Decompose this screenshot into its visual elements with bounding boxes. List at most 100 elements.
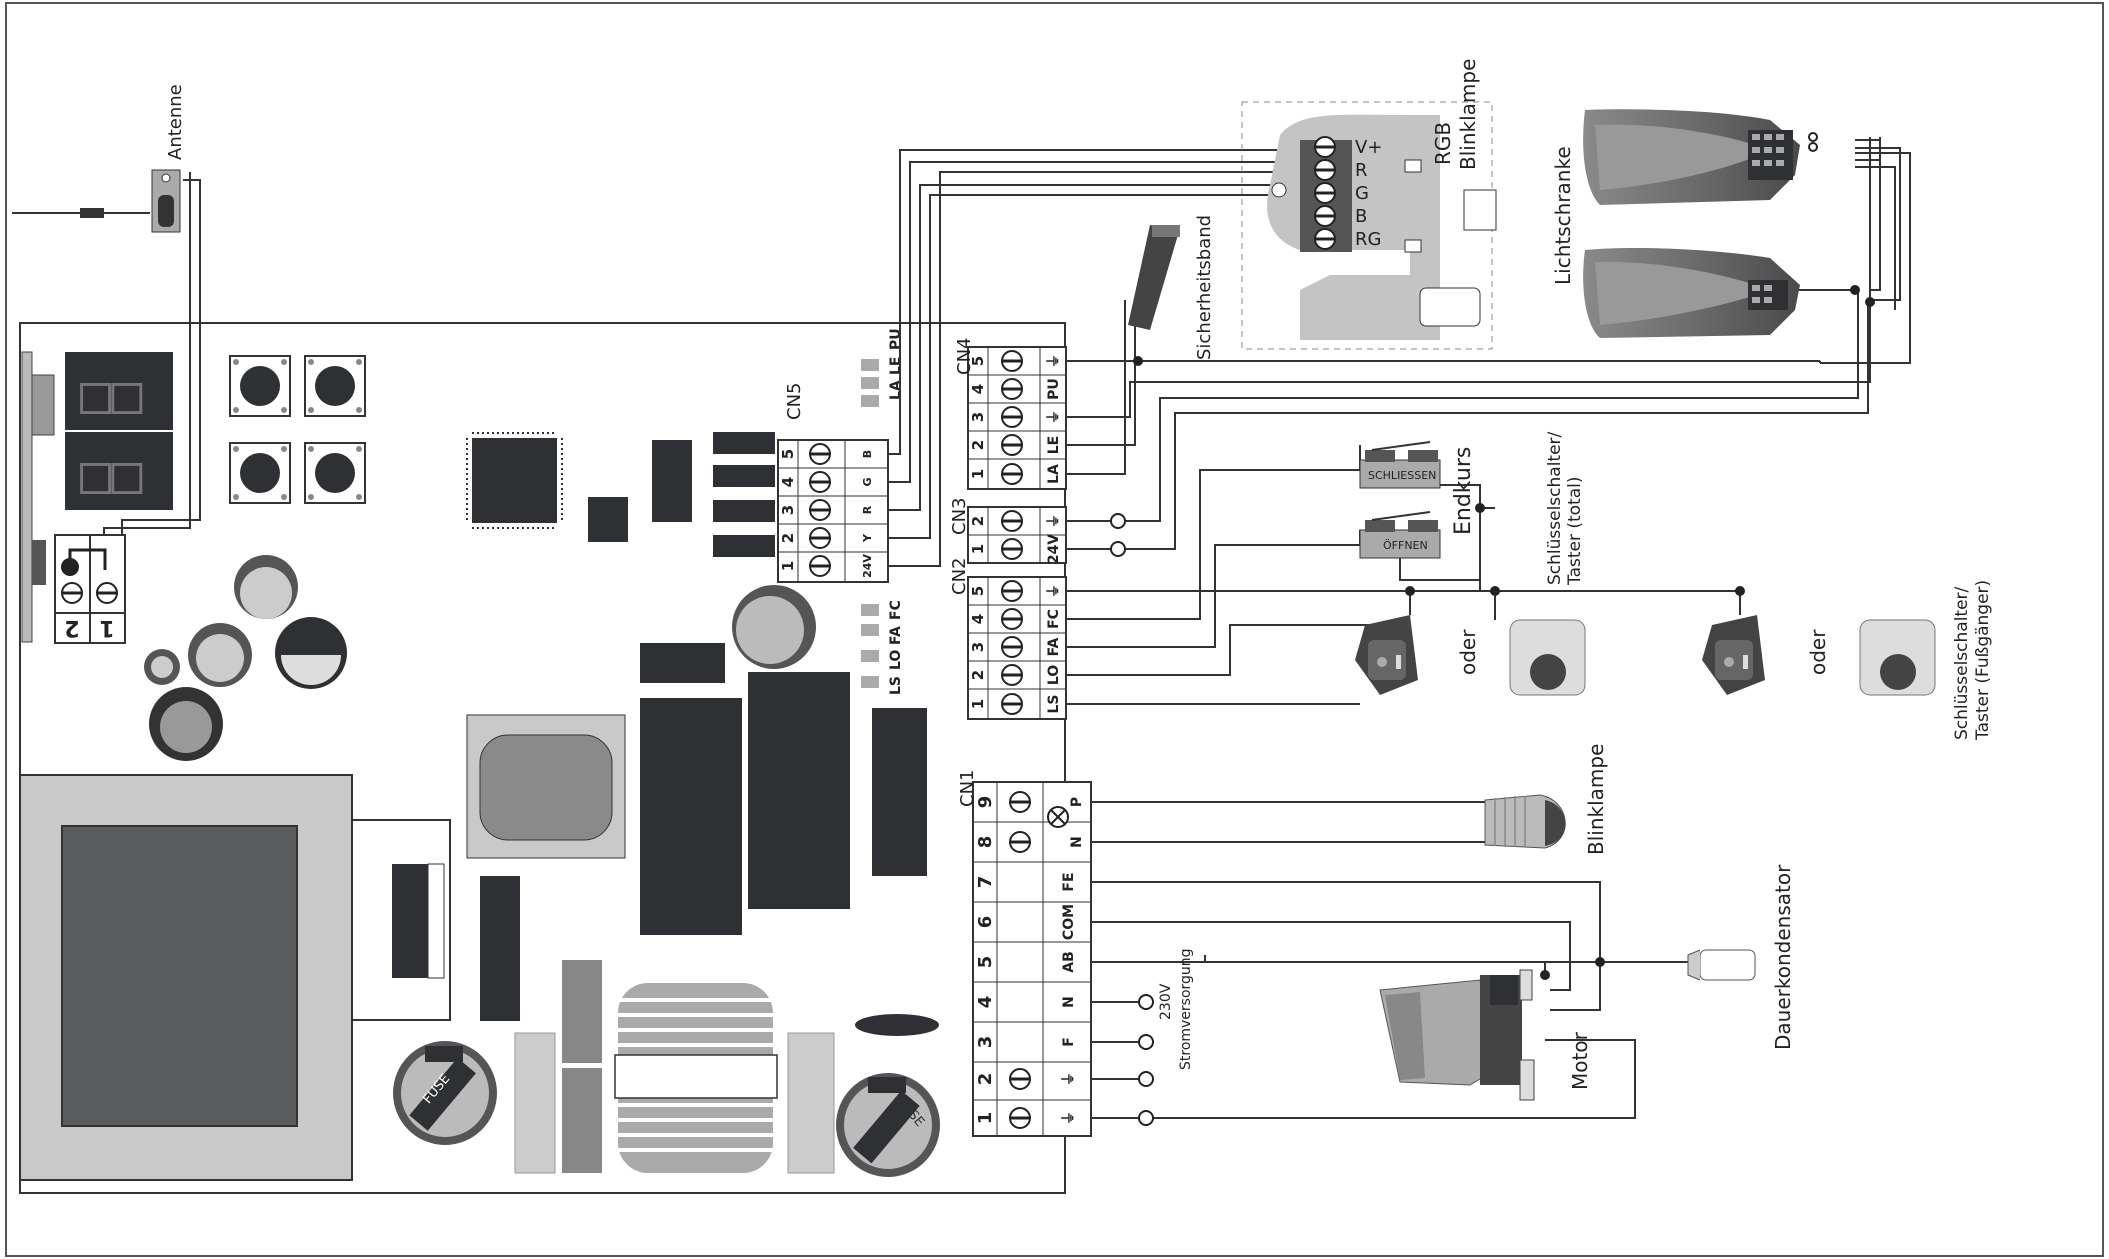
cn2-label-gnd: ⏚: [1046, 584, 1062, 598]
led-la-label: LA: [888, 380, 904, 400]
cn2-label-fc: FC: [1046, 609, 1062, 629]
rgb-term-r: R: [1355, 160, 1368, 181]
antenna-label: Antenne: [165, 84, 186, 160]
resistor-array: [713, 432, 775, 557]
cn5-label-y: Y: [861, 533, 874, 543]
push-button-pedestrian: [1859, 619, 1936, 696]
limit-switch-open: ÖFFNEN: [1359, 511, 1441, 559]
outer-frame: [5, 2, 2104, 1257]
push-button-4[interactable]: [304, 442, 366, 504]
key-switch-total: [1355, 615, 1418, 695]
cn2-pin-2: 2: [969, 670, 987, 680]
wires: [103, 137, 1911, 1119]
stromversorgung-label: Stromversorgung: [1178, 948, 1194, 1070]
component-light-1: [514, 1032, 556, 1174]
oeffnen-label: ÖFFNEN: [1383, 539, 1428, 552]
cn1-pin-3: 3: [975, 1036, 996, 1049]
led-fc-label: FC: [888, 600, 904, 620]
cn5-label-24v: 24V: [861, 554, 874, 578]
voltage-label: 230V: [1158, 983, 1174, 1020]
run-capacitor: Dauerkondensator: [1687, 864, 1795, 1050]
cn4-pin-1: 1: [969, 469, 987, 479]
cn1-label-ab: AB: [1061, 951, 1077, 973]
key-switch-pedestrian: [1702, 615, 1765, 695]
rgb-term-v: V+: [1355, 137, 1382, 158]
oder-label-2: oder: [1806, 629, 1830, 675]
seven-segment-display-2: □□: [32, 432, 173, 585]
cn4-pin-2: 2: [969, 440, 987, 450]
antenna-terminal: 2 1: [54, 534, 126, 644]
relay: [466, 714, 626, 859]
rgb-label: RGB: [1431, 122, 1455, 165]
component-light-2: [787, 1032, 835, 1174]
cn5-label-b: B: [861, 450, 874, 458]
schluessel-total-label-2: Taster (total): [1565, 477, 1585, 587]
blink-lamp: Blinklampe: [1484, 744, 1608, 855]
driver-ic: [640, 643, 725, 683]
push-button-1[interactable]: [229, 355, 291, 417]
cn5-title: CN5: [784, 383, 805, 421]
cn1-label-fe: FE: [1061, 872, 1077, 891]
status-leds-top: LA LE PU: [861, 328, 904, 407]
led-fa-label: FA: [888, 626, 904, 645]
cn2-label-fa: FA: [1046, 637, 1062, 656]
blinklampe-label: Blinklampe: [1584, 744, 1608, 855]
cn1-pin-1: 1: [975, 1112, 996, 1125]
cn2-pin-4: 4: [969, 614, 987, 624]
cn3-pin-1: 1: [969, 544, 987, 554]
cn1-pin-6: 6: [975, 916, 996, 929]
cn5-pin-4: 4: [779, 477, 797, 487]
cn5-label-r: R: [861, 505, 874, 514]
cn3-connector: 2 1 ⏚ 24V CN3: [949, 498, 1067, 564]
cn1-pin-4: 4: [975, 996, 996, 1009]
cn1-label-gnd1: ⏚: [1061, 1072, 1077, 1086]
rgb-blink-lamp: V+ R G B RG RGB Blinklampe: [1241, 59, 1497, 350]
cn1-pin-2: 2: [975, 1073, 996, 1086]
power-relays: [640, 672, 927, 935]
cn1-label-com: COM: [1061, 904, 1077, 940]
ic-chip: [652, 440, 692, 522]
rgb-term-rg: RG: [1355, 229, 1381, 250]
safety-edge: Sicherheitsband: [1128, 215, 1215, 360]
schluessel-fuss-label-1: Schlüsselschalter/: [1952, 586, 1972, 740]
led-le-label: LE: [888, 357, 904, 375]
cn2-connector: 5 4 3 2 1 ⏚ FC FA LO LS CN2: [949, 558, 1067, 720]
fuse-holder-1: FUSE: [393, 1041, 497, 1145]
cn4-title: CN4: [954, 338, 975, 376]
choke-coil: [614, 983, 778, 1173]
cn3-pin-2: 2: [969, 516, 987, 526]
cn4-label-le: LE: [1046, 436, 1062, 454]
cn2-label-lo: LO: [1046, 665, 1062, 685]
cn3-title: CN3: [949, 498, 970, 536]
cn2-label-ls: LS: [1046, 694, 1062, 713]
led-pu-label: PU: [888, 328, 904, 350]
antenna-term-1: 1: [99, 615, 114, 640]
cn5-pin-1: 1: [779, 561, 797, 571]
cn4-label-gnd1: ⏚: [1046, 354, 1062, 368]
oder-label-1: oder: [1456, 629, 1480, 675]
seven-segment-display-1: □□: [21, 351, 173, 643]
photocell: Lichtschranke: [1551, 109, 1800, 338]
schluessel-fuss-label-2: Taster (Fußgänger): [1973, 580, 1993, 741]
cn3-label-gnd: ⏚: [1046, 514, 1062, 528]
transformer: [19, 774, 520, 1181]
antenna-term-2: 2: [64, 615, 79, 640]
capacitors: [144, 555, 816, 761]
sicherheitsband-label: Sicherheitsband: [1194, 215, 1215, 360]
push-button-2[interactable]: [304, 355, 366, 417]
rgb-blinklampe-label: Blinklampe: [1456, 59, 1480, 170]
cn2-title: CN2: [949, 558, 970, 596]
cn2-pin-1: 1: [969, 699, 987, 709]
component-dark-1: [562, 960, 602, 1063]
lichtschranke-label: Lichtschranke: [1551, 146, 1575, 285]
cn1-label-n1: N: [1069, 836, 1085, 848]
cn5-label-g: G: [861, 477, 874, 486]
schliessen-label: SCHLIESSEN: [1368, 469, 1436, 482]
cn2-pin-3: 3: [969, 642, 987, 652]
cn1-pin-8: 8: [975, 836, 996, 849]
svg-text:□□: □□: [80, 365, 143, 425]
push-button-3[interactable]: [229, 442, 291, 504]
svg-text:□□: □□: [80, 445, 143, 505]
cn4-pin-5: 5: [969, 356, 987, 366]
